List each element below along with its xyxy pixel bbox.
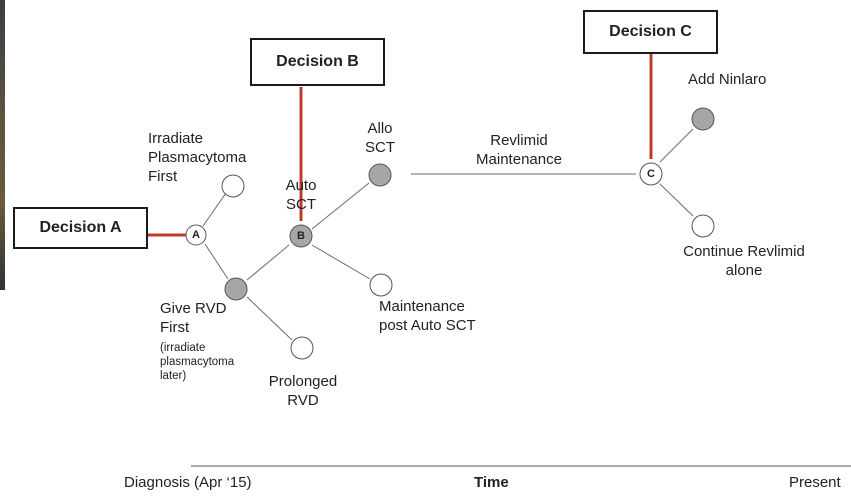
label-maintenance-post-auto-line2: post Auto SCT [379, 317, 476, 334]
edge-b-maintenance [311, 244, 371, 280]
decision-c-box: Decision C [583, 10, 718, 54]
label-give-rvd-line1: Give RVD [160, 300, 227, 317]
edge-c-ninlaro [659, 128, 694, 163]
label-prolonged-rvd-line2: RVD [287, 392, 319, 409]
timeline-middle-label: Time [474, 474, 509, 491]
label-revlimid-maintenance-line2: Maintenance [476, 151, 562, 168]
edge-b-allo [311, 182, 370, 230]
label-irradiate-first-line3: First [148, 168, 178, 185]
node-decision-b [289, 224, 313, 248]
label-allo-sct-line2: SCT [365, 139, 395, 156]
edge-a-irradiate [202, 192, 227, 227]
label-auto-sct: Auto SCT [276, 176, 326, 214]
label-give-rvd-note-line3: later) [160, 370, 187, 382]
node-continue-revlimid [691, 214, 715, 238]
label-allo-sct: Allo SCT [358, 119, 402, 157]
decision-a-box: Decision A [13, 207, 148, 249]
label-allo-sct-line1: Allo [367, 120, 393, 137]
node-b-letter: B [297, 230, 305, 242]
label-continue-revlimid-line2: alone [725, 262, 763, 279]
label-prolonged-rvd: Prolonged RVD [257, 372, 349, 410]
node-decision-c [639, 162, 663, 186]
node-prolonged-rvd [290, 336, 314, 360]
label-maintenance-post-auto: Maintenance post Auto SCT [379, 297, 476, 335]
label-give-rvd-note-line2: plasmacytoma [160, 356, 235, 368]
label-give-rvd-line2: First [160, 319, 190, 336]
label-auto-sct-line2: SCT [286, 196, 316, 213]
label-revlimid-maintenance-line1: Revlimid [490, 132, 548, 149]
label-revlimid-maintenance: Revlimid Maintenance [460, 131, 578, 169]
label-irradiate-first: Irradiate Plasmacytoma First [148, 129, 246, 186]
node-a-letter: A [192, 229, 200, 241]
label-give-rvd-first: Give RVD First [160, 299, 226, 337]
label-irradiate-first-line2: Plasmacytoma [148, 149, 247, 166]
label-auto-sct-line1: Auto [285, 177, 317, 194]
node-allo-sct [368, 163, 392, 187]
label-give-rvd-note-line1: (irradiate [160, 342, 206, 354]
photo-edge-fragment [0, 0, 5, 290]
node-irradiate-first [221, 174, 245, 198]
edge-rvd-prolonged [246, 296, 293, 341]
label-prolonged-rvd-line1: Prolonged [268, 373, 338, 390]
node-maintenance-post-auto [369, 273, 393, 297]
label-irradiate-first-line1: Irradiate [148, 130, 204, 147]
edge-a-rvd [204, 243, 229, 280]
decision-b-box: Decision B [250, 38, 385, 86]
label-continue-revlimid: Continue Revlimid alone [670, 242, 818, 280]
edge-rvd-b [246, 244, 290, 281]
label-add-ninlaro: Add Ninlaro [688, 71, 767, 88]
node-c-letter: C [647, 168, 655, 180]
timeline-start-label: Diagnosis (Apr ‘15) [124, 474, 252, 491]
edge-c-continue [659, 183, 694, 217]
timeline-end-label: Present [789, 474, 841, 491]
label-give-rvd-note: (irradiate plasmacytoma later) [160, 341, 234, 383]
label-continue-revlimid-line1: Continue Revlimid [683, 243, 805, 260]
node-give-rvd-first [224, 277, 248, 301]
node-add-ninlaro [691, 107, 715, 131]
label-maintenance-post-auto-line1: Maintenance [379, 298, 465, 315]
node-decision-a [185, 224, 207, 246]
